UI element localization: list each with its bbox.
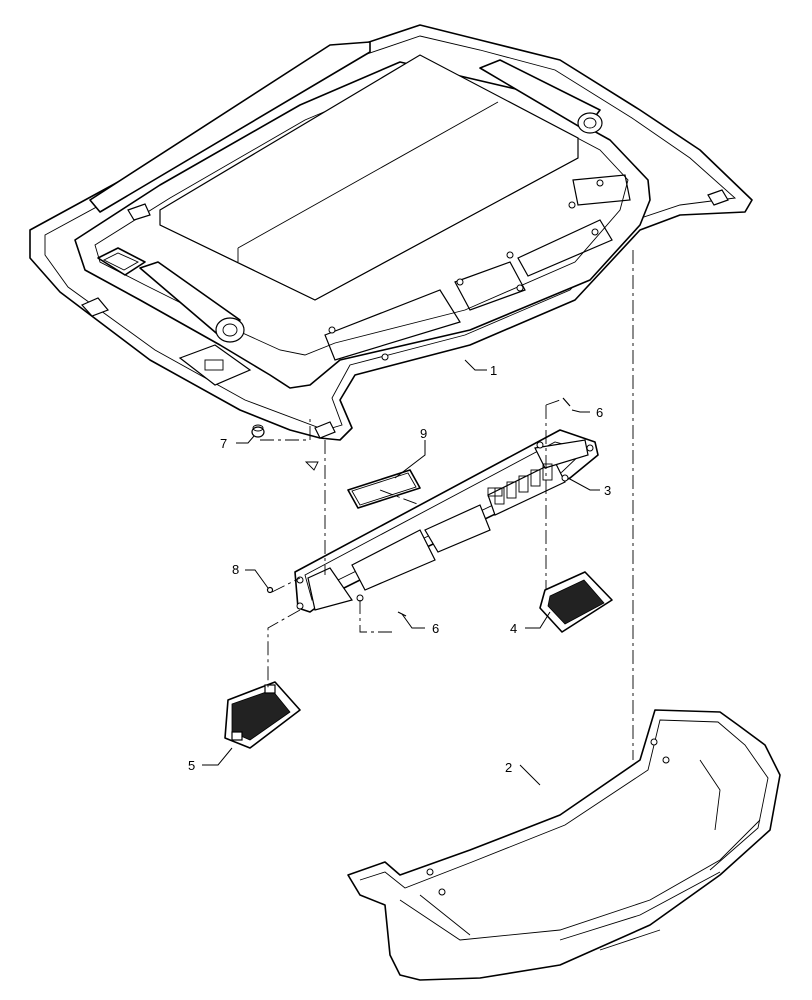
callout-6-lower: 6: [432, 621, 439, 636]
callout-5: 5: [188, 758, 195, 773]
part-9-lens-panel: [347, 469, 421, 509]
callout-7: 7: [220, 436, 227, 451]
part-6-screw-upper: [562, 397, 571, 407]
callout-6-upper: 6: [596, 405, 603, 420]
callout-1: 1: [490, 363, 497, 378]
fastener-clip: [304, 461, 319, 471]
leader-lines: [202, 359, 600, 786]
callout-2: 2: [505, 760, 512, 775]
part-2-console-cover: [347, 709, 781, 981]
alignment-lines: [260, 250, 634, 760]
callout-8: 8: [232, 562, 239, 577]
part-5-speaker-grille-left: [224, 681, 301, 749]
part-7-nut: [251, 424, 265, 438]
callouts: 1 2 3 4 5 6 6 7 8 9: [188, 363, 611, 775]
part-8-screw: [266, 586, 274, 594]
part-1-roof-headliner: [29, 24, 753, 441]
part-4-speaker-grille-right: [539, 571, 613, 633]
callout-9: 9: [420, 426, 427, 441]
part-3-front-panel: [294, 429, 599, 613]
callout-4: 4: [510, 621, 517, 636]
callout-3: 3: [604, 483, 611, 498]
